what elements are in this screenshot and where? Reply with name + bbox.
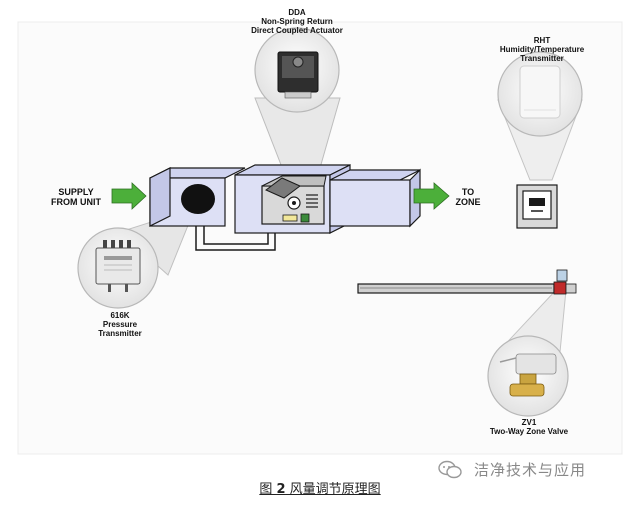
supply-arrow-icon: [111, 182, 147, 210]
to-zone-arrow-icon: [413, 182, 450, 210]
caption-title: 风量调节原理图: [285, 482, 381, 497]
caption-prefix: 图: [259, 482, 277, 497]
wechat-icon: [438, 460, 462, 479]
pressure-transmitter-label: 616K Pressure Transmitter: [98, 311, 142, 338]
to-zone-label: TO ZONE: [455, 187, 481, 207]
pressure-port: [181, 184, 215, 214]
zone-valve-callout: [487, 335, 569, 417]
water-pipe: [357, 283, 555, 294]
watermark-text: 洁净技术与应用: [474, 461, 587, 479]
actuator-label: DDA Non-Spring Return Direct Coupled Act…: [251, 8, 343, 35]
pressure-tubing: [195, 226, 276, 251]
damper-controller: [261, 175, 327, 225]
figure-caption: 图 2 风量调节原理图: [0, 478, 640, 497]
rht-callout: [497, 51, 583, 137]
supply-label: SUPPLY FROM UNIT: [51, 187, 101, 207]
pressure-transmitter-callout: [77, 227, 159, 309]
pressure-tubing-2: [203, 226, 269, 245]
zone-valve-label: ZV1 Two-Way Zone Valve: [489, 418, 569, 436]
zone-valve-small: [553, 269, 577, 295]
actuator-callout: [254, 27, 340, 113]
watermark: 洁净技术与应用: [438, 458, 628, 482]
caption-number: 2: [276, 482, 286, 497]
rht-wall-device: [516, 184, 558, 229]
rht-label: RHT Humidity/Temperature Transmitter: [499, 36, 585, 63]
